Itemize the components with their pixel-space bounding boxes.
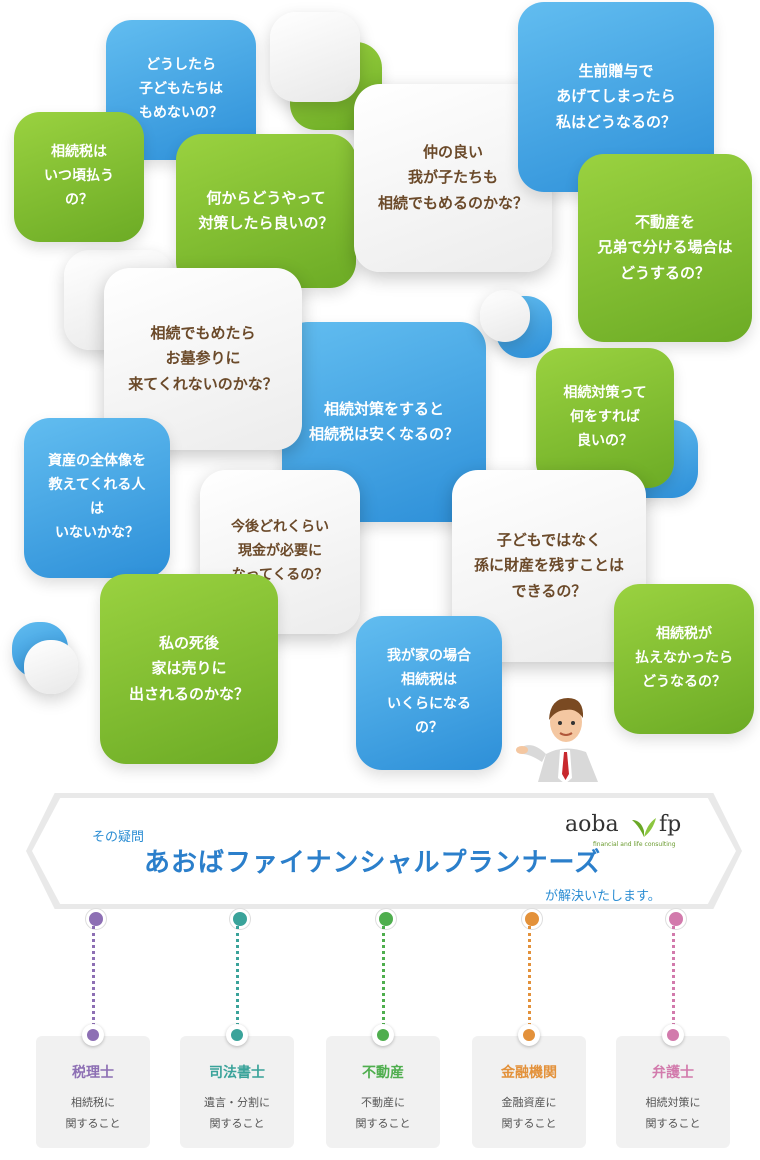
company-name: あおばファイナンシャルプランナーズ [144,848,602,878]
expert-connector [672,926,675,1026]
expert-card: 弁護士相続対策に 関すること [616,1036,730,1148]
decor-white-hex-4 [24,640,78,694]
expert-description: 不動産に 関すること [355,1096,411,1131]
decor-white-hex-1 [270,12,360,102]
expert-description: 相続対策に 関すること [645,1096,701,1131]
question-bubble-13: 私の死後 家は売りに 出されるのかな？ [100,574,278,764]
leaf-icon [632,818,656,837]
question-bubble-12: 子どもではなく 孫に財産を残すことは できるの？ [452,470,646,662]
expert-description: 遺言・分割に 関すること [204,1096,270,1131]
logo-fp: fp [659,812,682,837]
company-logo: aoba fp financial and life consulting [565,812,691,852]
question-bubble-3: 何からどうやって 対策したら良いの？ [176,134,356,288]
question-bubble-14: 我が家の場合 相続税は いくらになるの？ [356,616,502,770]
expert-title: 弁護士 [652,1065,694,1081]
expert-title: 金融機関 [501,1065,557,1081]
expert-description: 相続税に 関すること [65,1096,121,1131]
expert-connector [382,926,385,1026]
decor-white-hex-3 [480,290,530,342]
expert-connector [236,926,239,1026]
question-bubble-15: 相続税が 払えなかったら どうなるの？ [614,584,754,734]
banner-tagline: が解決いたします。 [545,889,661,904]
expert-node [372,1024,394,1046]
question-bubble-6: 不動産を 兄弟で分ける場合は どうするの？ [578,154,752,342]
expert-dot [666,909,686,929]
expert-connector [528,926,531,1026]
expert-description: 金融資産に 関すること [501,1096,557,1131]
expert-card: 司法書士遺言・分割に 関すること [180,1036,294,1148]
expert-node [518,1024,540,1046]
expert-card: 金融機関金融資産に 関すること [472,1036,586,1148]
expert-node [662,1024,684,1046]
expert-card: 税理士相続税に 関すること [36,1036,150,1148]
expert-dot [230,909,250,929]
expert-title: 不動産 [362,1065,404,1081]
question-bubble-10: 資産の全体像を 教えてくれる人は いないかな？ [24,418,170,578]
expert-dot [522,909,542,929]
question-bubble-9: 相続対策って 何をすれば 良いの？ [536,348,674,488]
question-bubble-2: 相続税は いつ頃払うの？ [14,112,144,242]
businessman-pointing-icon [516,698,598,784]
expert-title: 司法書士 [209,1065,265,1081]
logo-text: aoba [565,812,619,837]
banner [32,798,736,904]
expert-dot [86,909,106,929]
expert-connector [92,926,95,1026]
expert-title: 税理士 [72,1065,114,1081]
expert-node [82,1024,104,1046]
expert-card: 不動産不動産に 関すること [326,1036,440,1148]
expert-node [226,1024,248,1046]
banner-kicker: その疑問 [92,830,145,845]
logo-subtitle: financial and life consulting [593,841,676,848]
expert-dot [376,909,396,929]
